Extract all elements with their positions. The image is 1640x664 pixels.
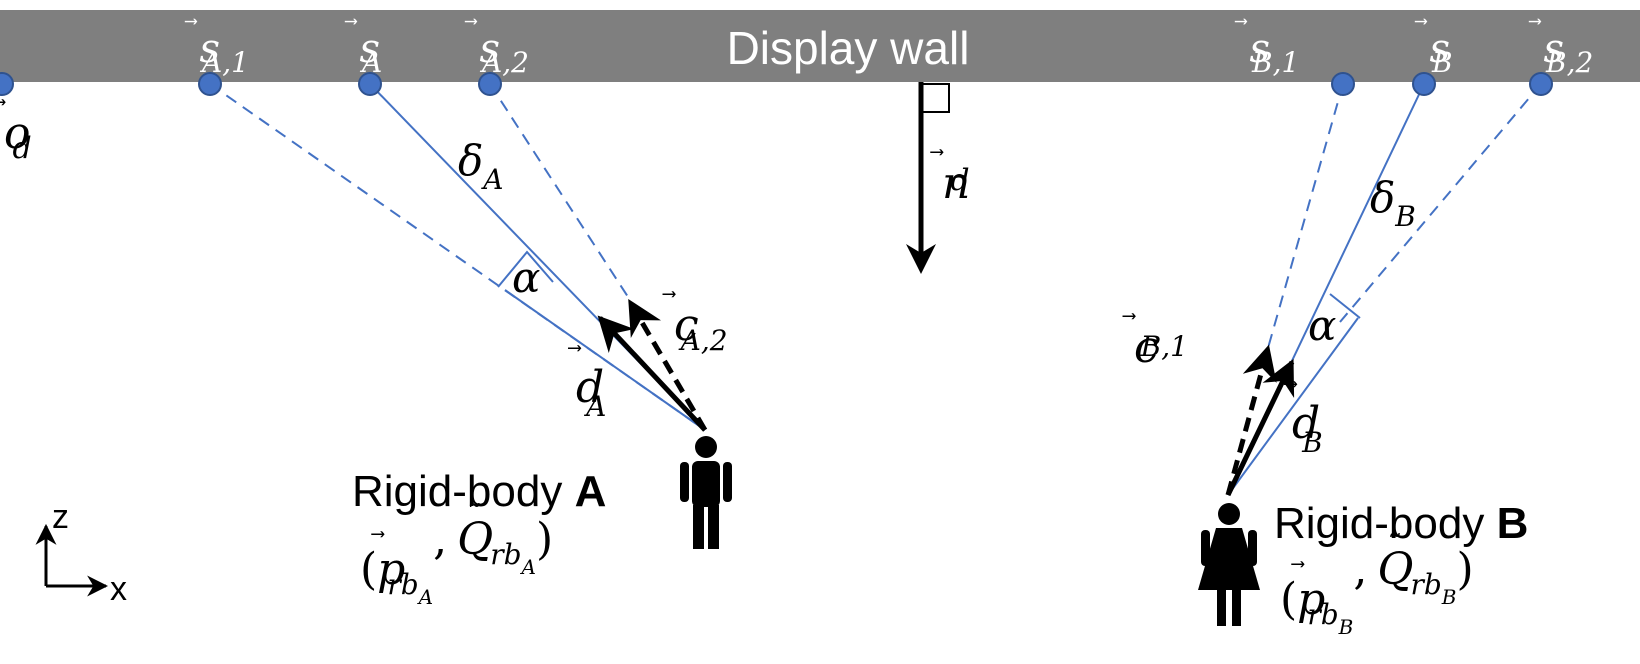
right-angle-mark — [920, 83, 950, 113]
person-a-icon — [680, 436, 732, 549]
axis-z-label: z — [52, 498, 69, 536]
rigid-body-a-pose: (p⃗rbA,Q˜rbA) — [360, 499, 553, 609]
d-a-arrow — [597, 315, 707, 432]
alpha-arc-b — [1329, 293, 1361, 319]
label-c-a2: c⃗A,2 — [662, 291, 728, 357]
node-sb — [1412, 72, 1436, 96]
label-normal: n⃗d — [929, 149, 970, 209]
label-alpha-b: α — [1308, 301, 1336, 350]
person-b-icon — [1198, 503, 1260, 626]
label-delta-a: δA — [458, 136, 504, 196]
node-sb2 — [1529, 72, 1553, 96]
label-sa: s⃗A — [344, 18, 382, 79]
display-wall-label: Display wall — [727, 22, 970, 74]
ray-b-right-dashed — [1339, 83, 1542, 323]
display-wall — [0, 10, 1640, 82]
c-b1-arrow — [1225, 344, 1277, 496]
node-sb1 — [1331, 72, 1355, 96]
rigid-body-a-title: Rigid-body A — [352, 467, 606, 516]
label-c-b1: c⃗B,1 — [1122, 313, 1188, 373]
label-origin: o⃗d — [0, 99, 32, 166]
origin-node — [0, 72, 14, 96]
alpha-arc-a — [497, 250, 554, 288]
rigid-body-b-pose: (p⃗rbB,Q˜rbB) — [1280, 529, 1474, 639]
label-sa1: s⃗A,1 — [184, 18, 249, 79]
node-sa — [358, 72, 382, 96]
axes-icon: z x — [35, 498, 127, 608]
rays-a — [209, 83, 706, 431]
c-a2-arrow — [627, 298, 708, 432]
node-sa1 — [198, 72, 222, 96]
ray-a-right-dashed — [489, 83, 631, 301]
label-delta-b: δB — [1370, 173, 1416, 233]
d-b-arrow — [1225, 358, 1295, 497]
axis-x-label: x — [110, 570, 127, 608]
ray-b-lower — [1227, 317, 1359, 496]
label-d-b: d⃗B — [1283, 381, 1323, 459]
rays-b — [1227, 83, 1542, 496]
rigid-body-b-title: Rigid-body B — [1274, 499, 1528, 548]
label-alpha-a: α — [512, 253, 540, 302]
label-sa2: s⃗A,2 — [464, 18, 529, 79]
ray-b-left-dashed — [1267, 83, 1344, 349]
node-sa2 — [478, 72, 502, 96]
ray-a-lower — [504, 289, 706, 431]
